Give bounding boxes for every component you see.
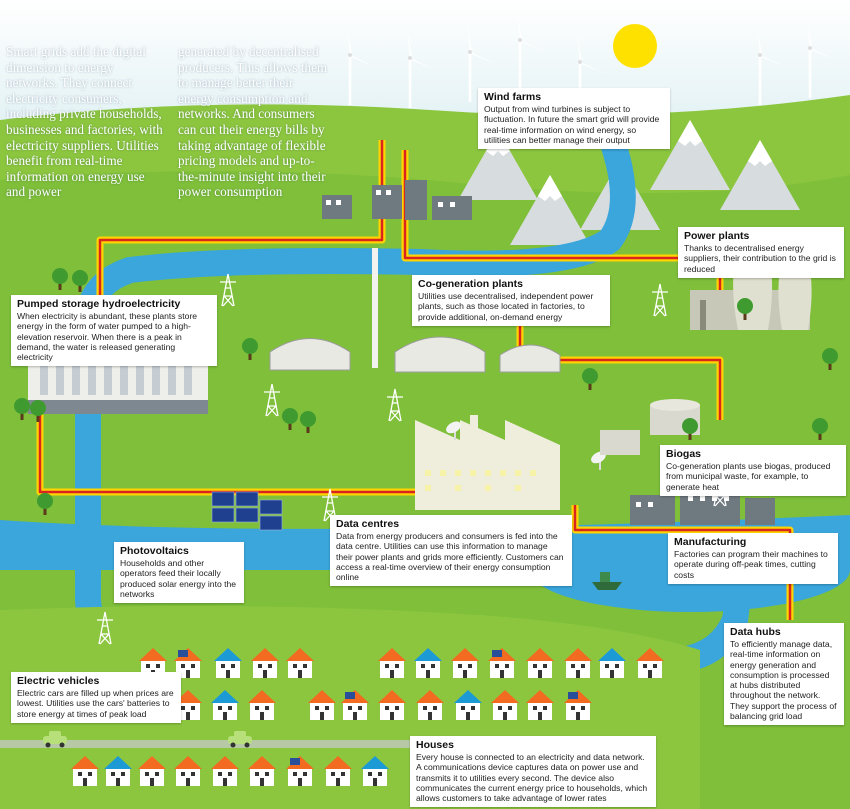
label-text: Thanks to decentralised energy suppliers…	[684, 243, 836, 274]
label-pumped-storage: Pumped storage hydroelectricity When ele…	[11, 295, 217, 367]
label-title: Electric vehicles	[17, 675, 100, 687]
label-data-hubs: Data hubs To efficiently manage data, re…	[724, 623, 844, 726]
label-photovoltaics: Photovoltaics Households and other opera…	[114, 542, 244, 604]
label-biogas: Biogas Co-generation plants use biogas, …	[660, 445, 846, 496]
label-manufacturing: Manufacturing Factories can program thei…	[668, 533, 838, 584]
label-text: Households and other operators feed thei…	[120, 558, 237, 599]
label-text: When electricity is abundant, these plan…	[17, 311, 198, 363]
label-text: Data from energy producers and consumers…	[336, 531, 564, 583]
label-title: Wind farms	[484, 91, 542, 103]
label-text: Output from wind turbines is subject to …	[484, 104, 660, 145]
intro-text-col2: generated by decentralised producers. Th…	[178, 44, 328, 200]
label-cogeneration: Co-generation plants Utilities use decen…	[412, 275, 610, 326]
intro-text-col1: Smart grids add the digital dimension to…	[6, 44, 163, 200]
label-title: Co-generation plants	[418, 278, 524, 290]
label-electric-vehicles: Electric vehicles Electric cars are fill…	[11, 672, 181, 723]
label-title: Pumped storage hydroelectricity	[17, 298, 181, 310]
label-title: Photovoltaics	[120, 545, 189, 557]
label-text: To efficiently manage data, real-time in…	[730, 639, 837, 722]
label-power-plants: Power plants Thanks to decentralised ene…	[678, 227, 844, 278]
label-text: Factories can program their machines to …	[674, 549, 828, 580]
label-title: Data hubs	[730, 626, 781, 638]
label-title: Data centres	[336, 518, 400, 530]
label-title: Biogas	[666, 448, 702, 460]
label-text: Electric cars are filled up when prices …	[17, 688, 174, 719]
label-text: Co-generation plants use biogas, produce…	[666, 461, 831, 492]
label-text: Every house is connected to an electrici…	[416, 752, 648, 804]
label-title: Manufacturing	[674, 536, 747, 548]
label-wind-farms: Wind farms Output from wind turbines is …	[478, 88, 670, 150]
label-title: Power plants	[684, 230, 750, 242]
label-houses: Houses Every house is connected to an el…	[410, 736, 656, 808]
label-title: Houses	[416, 739, 454, 751]
label-text: Utilities use decentralised, independent…	[418, 291, 594, 322]
label-data-centres: Data centres Data from energy producers …	[330, 515, 572, 587]
